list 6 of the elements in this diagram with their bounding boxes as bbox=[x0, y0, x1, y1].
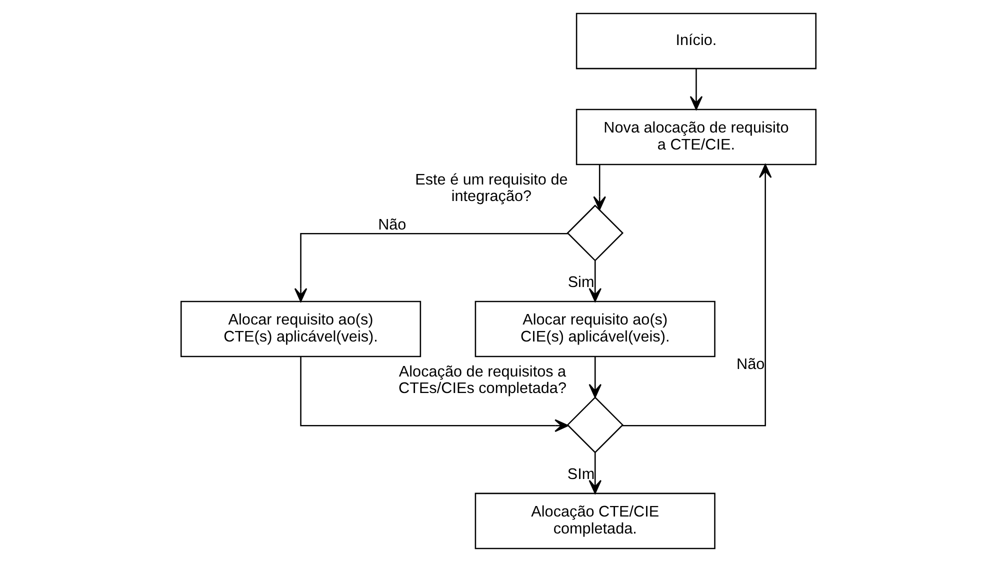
edge-label: SIm bbox=[567, 466, 595, 483]
edge-label: Não bbox=[736, 356, 765, 373]
node-label: Alocação de requisitos a CTEs/CIEs completada? bbox=[398, 363, 567, 398]
edge-label: Não bbox=[378, 216, 406, 234]
node-label: Este é um requisito de integração? bbox=[415, 172, 568, 206]
edge-label: Sim bbox=[568, 274, 594, 291]
